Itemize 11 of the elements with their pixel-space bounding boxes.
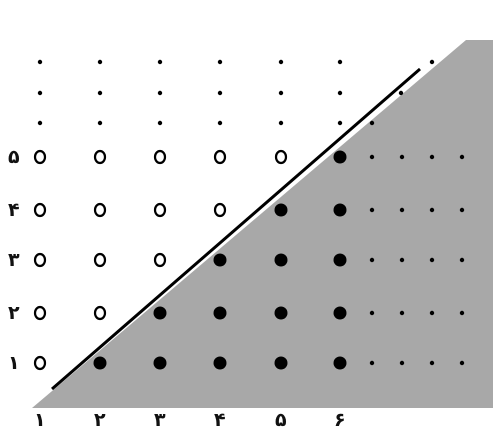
row-number: ۱ <box>8 354 20 372</box>
row-number: ۳ <box>8 250 20 270</box>
row-number: ۴ <box>8 200 20 220</box>
column-number: ۳ <box>154 410 166 430</box>
column-number: ۲ <box>94 410 106 430</box>
row-number: ۵ <box>8 148 20 166</box>
column-number: ۴ <box>214 410 226 430</box>
column-number: ۱ <box>34 410 46 430</box>
column-number: ۵ <box>275 410 287 430</box>
row-number: ۲ <box>8 304 20 322</box>
column-number: ۶ <box>334 410 346 430</box>
